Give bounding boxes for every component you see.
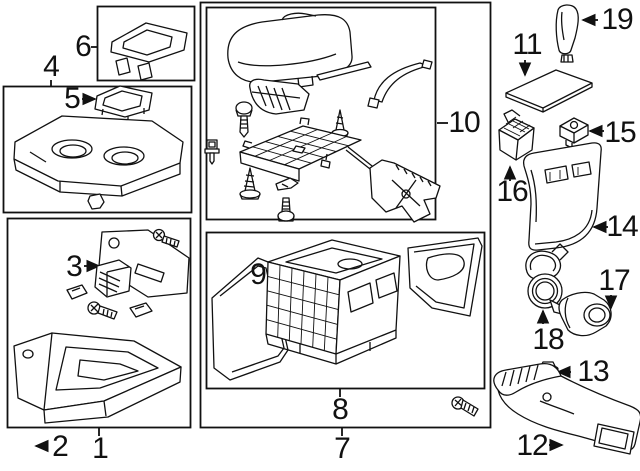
callout-5[interactable]: 5 [64, 82, 81, 115]
group-box-10-border [205, 6, 437, 221]
callout-8[interactable]: 8 [332, 393, 349, 426]
group-box-7-border [199, 1, 492, 429]
callout-11[interactable]: 11 [512, 28, 542, 61]
rear-air-duct-drawing [493, 362, 640, 455]
switch-part-15-drawing [559, 117, 589, 149]
rear-finish-panel-drawing [522, 142, 602, 251]
group-box-8-border [205, 231, 486, 390]
callout-4[interactable]: 4 [43, 50, 60, 83]
console-body-assembly-drawing [211, 237, 483, 381]
callout-16[interactable]: 16 [496, 175, 528, 208]
group-box-1-border [6, 217, 192, 429]
group-box-6-border [96, 5, 196, 82]
callout-9[interactable]: 9 [250, 258, 267, 291]
console-mat-drawing [505, 69, 593, 113]
callout-2[interactable]: 2 [52, 430, 69, 463]
callout-19[interactable]: 19 [601, 3, 633, 36]
callout-3[interactable]: 3 [66, 250, 83, 283]
callout-18[interactable]: 18 [532, 323, 564, 356]
callout-13[interactable]: 13 [577, 355, 609, 388]
console-upper-panel-drawing [13, 85, 184, 210]
callout-10[interactable]: 10 [448, 106, 480, 139]
callout-1[interactable]: 1 [92, 432, 109, 465]
armrest-lid-assembly-drawing [204, 12, 441, 223]
callout-15[interactable]: 15 [604, 116, 636, 149]
console-mount-screw-drawing [451, 396, 479, 417]
callout-12[interactable]: 12 [516, 429, 548, 462]
shift-knob-drawing [555, 4, 579, 63]
callout-7[interactable]: 7 [334, 432, 351, 465]
power-outlet-cover-drawing [525, 243, 569, 309]
console-rear-trim-panel-drawing [110, 22, 188, 81]
console-box-parts-drawing [13, 228, 190, 424]
group-box-4-border [2, 85, 193, 214]
connector-part-16-drawing [498, 109, 535, 161]
power-outlet-socket-drawing [549, 291, 612, 337]
callout-17[interactable]: 17 [598, 264, 630, 297]
callout-14[interactable]: 14 [606, 210, 638, 243]
callout-6[interactable]: 6 [75, 30, 92, 63]
